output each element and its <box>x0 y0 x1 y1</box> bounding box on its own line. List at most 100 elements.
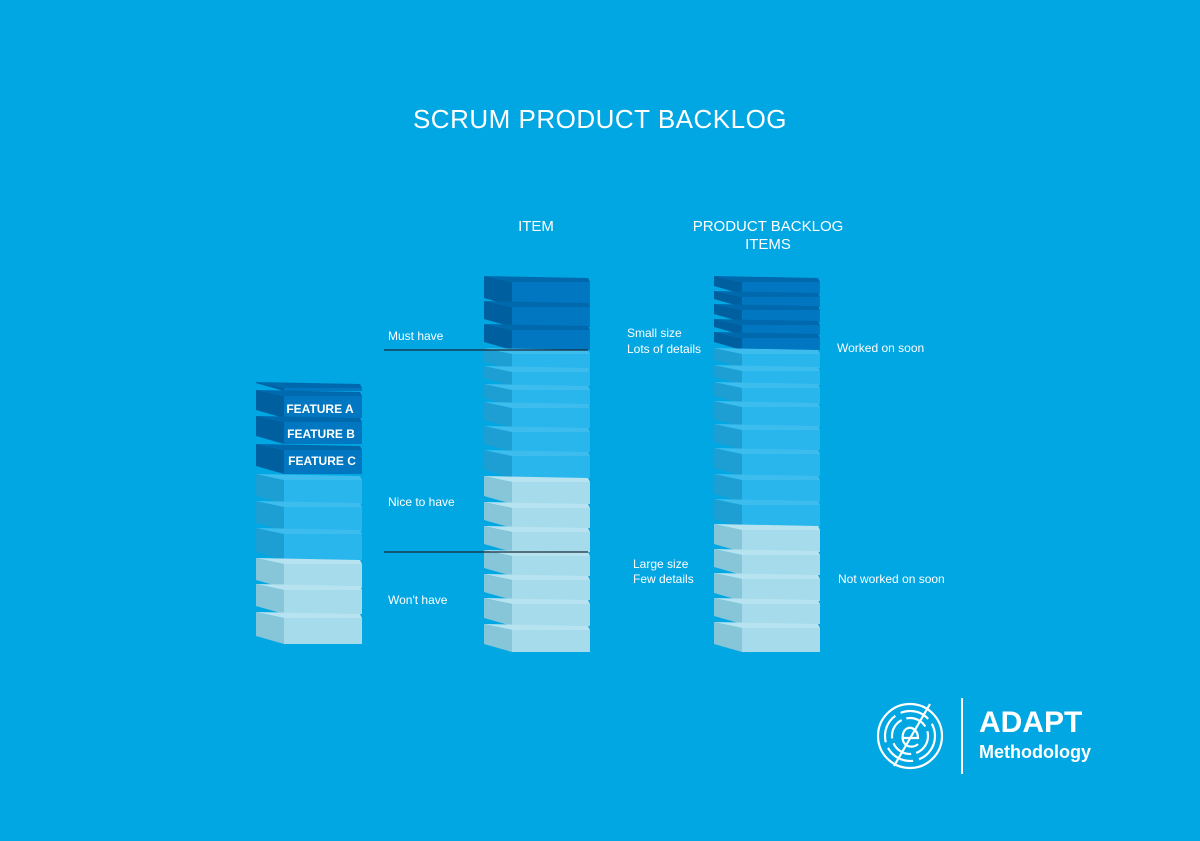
feature-stack-block-side <box>256 558 284 588</box>
item-stack-block-side <box>484 526 512 552</box>
page-title: SCRUM PRODUCT BACKLOG <box>412 104 788 134</box>
backlog-stack-block-side <box>714 573 742 601</box>
backlog-stack-block-side <box>714 291 742 307</box>
feature-stack-block-top <box>256 382 362 388</box>
item-stack-block <box>512 630 590 652</box>
backlog-stack-block-side <box>714 448 742 476</box>
backlog-stack-block-side <box>714 424 742 450</box>
backlog-stack-block-side <box>714 319 742 335</box>
item-stack-block-side <box>484 476 512 504</box>
item-stack-block-side <box>484 624 512 652</box>
backlog-stack-block-side <box>714 598 742 624</box>
item-stack-block-side <box>484 301 512 327</box>
backlog-stack-block-top <box>714 573 820 579</box>
item-stack-block <box>512 372 590 386</box>
item-stack-block <box>512 390 590 406</box>
feature-stack-block <box>284 388 362 391</box>
item-stack-block-side <box>484 598 512 626</box>
backlog-stack-block-side <box>714 401 742 427</box>
item-stack-block-top <box>484 526 590 532</box>
feature-stack-block-side <box>256 501 284 531</box>
backlog-stack-block <box>742 310 820 322</box>
item-stack-block-top <box>484 450 590 456</box>
backlog-stack-block <box>742 480 820 502</box>
item-stack-block <box>512 330 590 350</box>
large-size-label: Large size <box>633 557 689 571</box>
feature-stack-block-top <box>256 416 362 422</box>
item-stack-block <box>512 432 590 452</box>
item-stack-block-top <box>484 426 590 432</box>
backlog-stack-block <box>742 297 820 307</box>
feature-stack-block-top <box>256 558 362 564</box>
backlog-stack-block <box>742 371 820 385</box>
item-stack-block-top <box>484 402 590 408</box>
feature-b-label: FEATURE B <box>287 427 355 441</box>
feature-c-label: FEATURE C <box>288 454 356 468</box>
feature-stack-block-side <box>256 390 284 418</box>
logo-name: ADAPT <box>979 706 1083 739</box>
item-stack-block-top <box>484 476 590 482</box>
backlog-stack-block-side <box>714 474 742 502</box>
backlog-stack-block-top <box>714 382 820 388</box>
logo-divider <box>961 698 963 774</box>
backlog-stack-block-top <box>714 304 820 310</box>
backlog-stack-block-side <box>714 524 742 552</box>
backlog-stack-block-side <box>714 499 742 527</box>
product-backlog-items-column-header: PRODUCT BACKLOG ITEMS <box>692 218 844 253</box>
item-stack-block <box>512 456 590 478</box>
feature-stack-block-top <box>256 390 362 396</box>
backlog-stack-block <box>742 430 820 450</box>
item-stack-block-side <box>484 426 512 452</box>
backlog-stack-block-top <box>714 622 820 628</box>
feature-stack-block-top <box>256 584 362 590</box>
feature-stack-block <box>284 618 362 644</box>
item-stack-block-top <box>484 574 590 580</box>
item-stack-block-side <box>484 550 512 576</box>
backlog-stack-block-top <box>714 549 820 555</box>
feature-stack-block <box>284 534 362 560</box>
small-size-label: Small size <box>627 326 682 340</box>
backlog-stack-block <box>742 454 820 476</box>
feature-stack-block-top <box>256 444 362 450</box>
not-worked-on-soon-label: Not worked on soon <box>838 572 945 586</box>
item-stack-block <box>512 508 590 528</box>
backlog-stack-block-top <box>714 276 820 282</box>
backlog-stack-block <box>742 338 820 350</box>
few-details-label: Few details <box>633 572 694 586</box>
item-stack-block <box>512 532 590 552</box>
feature-stack-block-side <box>256 382 284 391</box>
backlog-stack-block <box>742 555 820 575</box>
backlog-stack-block-top <box>714 348 820 354</box>
item-stack-block-side <box>484 366 512 386</box>
feature-stack-block <box>284 480 362 504</box>
item-stack-block-side <box>484 574 512 600</box>
backlog-stack-block <box>742 628 820 652</box>
item-stack-block-side <box>484 276 512 306</box>
feature-stack-block-side <box>256 612 284 644</box>
backlog-stack-block-side <box>714 549 742 575</box>
item-stack-block-top <box>484 384 590 390</box>
backlog-stack-block <box>742 388 820 404</box>
item-stack-block <box>512 307 590 327</box>
lots-of-details-label: Lots of details <box>627 342 702 356</box>
adapt-logo-icon <box>876 702 944 770</box>
item-stack-block-top <box>484 324 590 330</box>
feature-stack-block <box>284 590 362 614</box>
feature-stack-block <box>284 564 362 588</box>
item-stack-block <box>512 482 590 504</box>
item-stack-block-top <box>484 276 590 282</box>
backlog-stack-block-top <box>714 474 820 480</box>
item-stack-block-side <box>484 384 512 406</box>
items-stack <box>484 276 590 652</box>
backlog-stack-block-top <box>714 499 820 505</box>
backlog-stack-block <box>742 530 820 552</box>
backlog-stack-block-side <box>714 622 742 652</box>
backlog-stack-block-top <box>714 291 820 297</box>
feature-stack-block-top <box>256 612 362 618</box>
item-stack-block-side <box>484 402 512 428</box>
backlog-stack-block <box>742 354 820 368</box>
item-stack-block <box>512 408 590 428</box>
backlog-stack-block <box>742 407 820 427</box>
backlog-stack-block <box>742 604 820 624</box>
